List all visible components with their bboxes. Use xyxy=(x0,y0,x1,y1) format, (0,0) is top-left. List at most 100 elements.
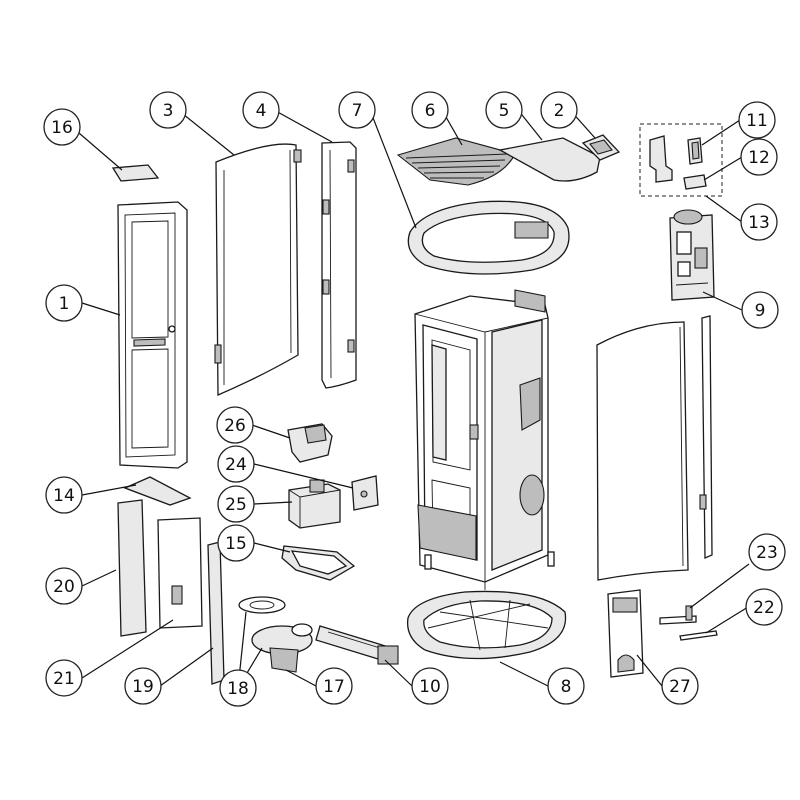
callout-1: 1 xyxy=(45,284,83,322)
part-19-side-strip xyxy=(207,541,225,685)
part-14-deflector xyxy=(123,476,192,506)
part-3-left-side-panel xyxy=(214,143,302,396)
part-10-auger-motor xyxy=(315,625,399,665)
leader-10 xyxy=(384,659,413,687)
part-23-pin xyxy=(659,605,697,625)
callout-label-2: 2 xyxy=(554,101,565,121)
callout-23: 23 xyxy=(748,533,786,571)
part-4-rear-profile xyxy=(321,141,357,389)
part-7-top-ring xyxy=(407,200,570,275)
callout-label-25: 25 xyxy=(225,495,247,515)
leader-25 xyxy=(253,501,293,505)
part-16-top-cap xyxy=(111,164,160,182)
leader-21 xyxy=(81,619,174,679)
part-24-bracket-plate xyxy=(351,475,379,511)
part-6-top-grill xyxy=(396,137,516,186)
leader-17 xyxy=(285,669,317,687)
part-21-front-plate xyxy=(157,517,203,629)
part-27-rear-plate xyxy=(607,589,644,678)
callout-5: 5 xyxy=(485,91,523,129)
callout-label-16: 16 xyxy=(51,118,73,138)
callout-label-21: 21 xyxy=(53,669,75,689)
part-2-bracket xyxy=(581,134,621,161)
callout-label-15: 15 xyxy=(225,534,247,554)
callout-label-18: 18 xyxy=(227,679,249,699)
callout-label-14: 14 xyxy=(53,486,75,506)
callout-4: 4 xyxy=(242,91,280,129)
leader-8 xyxy=(499,661,549,687)
callout-26: 26 xyxy=(216,406,254,444)
callout-label-12: 12 xyxy=(748,148,770,168)
leader-27 xyxy=(636,654,663,687)
part-right-rear-profile xyxy=(699,315,713,559)
leader-13 xyxy=(705,195,743,223)
callout-label-11: 11 xyxy=(746,111,768,131)
callout-25: 25 xyxy=(217,485,255,523)
callout-3: 3 xyxy=(149,91,187,129)
leader-20 xyxy=(81,569,117,587)
part-18-gasket-ring xyxy=(238,596,286,614)
leader-11 xyxy=(701,119,741,146)
leader-1 xyxy=(81,302,121,316)
part-1-door-frame xyxy=(117,201,188,469)
callout-label-7: 7 xyxy=(352,101,363,121)
part-5-top-lid xyxy=(498,137,601,182)
callouts: 16 3 4 7 6 5 2 11 xyxy=(43,91,786,707)
leader-19 xyxy=(159,647,214,687)
leader-16 xyxy=(71,126,123,171)
stove-body-frame xyxy=(414,289,555,590)
leader-15 xyxy=(253,542,291,553)
callout-21: 21 xyxy=(45,659,83,697)
callout-20: 20 xyxy=(45,567,83,605)
leader-4 xyxy=(273,109,333,143)
callout-11: 11 xyxy=(738,101,776,139)
callout-27: 27 xyxy=(661,667,699,705)
leader-12 xyxy=(703,156,743,181)
part-9-control-board xyxy=(669,209,715,301)
callout-18: 18 xyxy=(219,669,257,707)
callout-label-8: 8 xyxy=(561,677,572,697)
leader-14 xyxy=(81,484,137,496)
leader-24 xyxy=(253,463,354,489)
callout-14: 14 xyxy=(45,476,83,514)
callout-label-24: 24 xyxy=(225,455,247,475)
callout-24: 24 xyxy=(217,445,255,483)
callout-10: 10 xyxy=(411,667,449,705)
part-right-side-panel xyxy=(596,321,689,581)
leader-7 xyxy=(369,109,417,229)
callout-label-6: 6 xyxy=(425,101,436,121)
callout-17: 17 xyxy=(315,667,353,705)
callout-19: 19 xyxy=(124,667,162,705)
callout-label-23: 23 xyxy=(756,543,778,563)
leader-23 xyxy=(689,563,750,609)
callout-22: 22 xyxy=(745,588,783,626)
callout-16: 16 xyxy=(43,108,81,146)
leader-5 xyxy=(517,109,543,141)
leader-lines xyxy=(71,109,750,689)
callout-label-3: 3 xyxy=(163,101,174,121)
callout-13: 13 xyxy=(740,203,778,241)
leader-3 xyxy=(177,109,235,156)
part-15-ash-tray xyxy=(281,545,356,581)
callout-label-22: 22 xyxy=(753,598,775,618)
callout-label-1: 1 xyxy=(59,294,70,314)
callout-label-5: 5 xyxy=(499,101,510,121)
leader-26 xyxy=(251,424,291,439)
callout-label-20: 20 xyxy=(53,577,75,597)
part-8-base-tray xyxy=(406,590,567,660)
callout-7: 7 xyxy=(338,91,376,129)
callout-label-4: 4 xyxy=(256,101,267,121)
leader-9 xyxy=(702,291,743,311)
part-20-left-panel xyxy=(117,499,147,637)
callout-15: 15 xyxy=(217,524,255,562)
callout-label-10: 10 xyxy=(419,677,441,697)
callout-label-9: 9 xyxy=(755,301,766,321)
callout-2: 2 xyxy=(540,91,578,129)
callout-label-13: 13 xyxy=(748,213,770,233)
part-22-probe xyxy=(679,630,718,641)
part-17-fan-assembly xyxy=(251,623,313,673)
callout-6: 6 xyxy=(411,91,449,129)
part-26-hopper-piece xyxy=(287,423,333,463)
callout-label-17: 17 xyxy=(323,677,345,697)
